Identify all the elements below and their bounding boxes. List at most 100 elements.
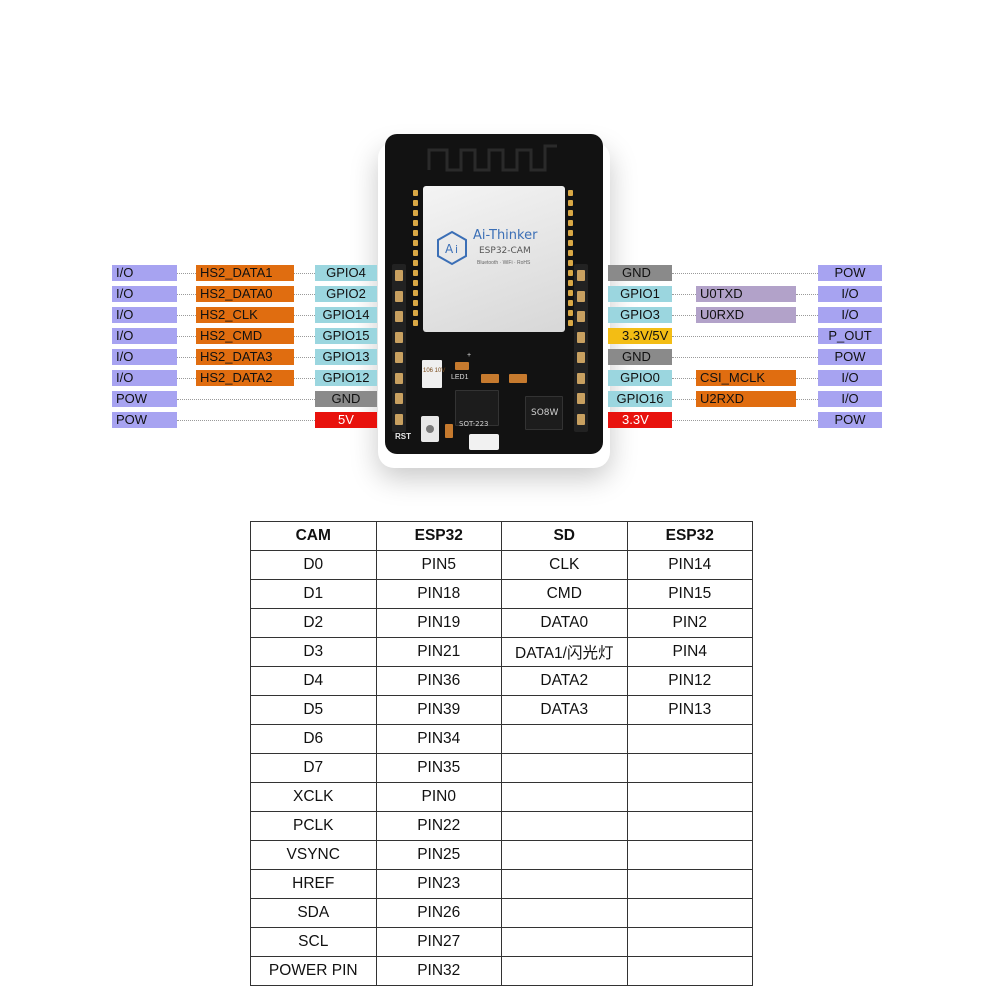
sd-signal-cell bbox=[501, 869, 628, 899]
left-pin-type: POW bbox=[112, 391, 177, 407]
leader-line bbox=[294, 294, 315, 295]
right-pin-gpio: GND bbox=[608, 265, 672, 281]
right-pin-type: I/O bbox=[818, 370, 882, 386]
capacitor-label: 106 10V bbox=[423, 368, 446, 374]
sd-signal-cell: CMD bbox=[501, 579, 628, 609]
right-pin-pad bbox=[577, 413, 585, 425]
header-esp32-sd: ESP32 bbox=[626, 521, 753, 551]
shield-pad bbox=[568, 240, 573, 246]
shield-pad bbox=[413, 260, 418, 266]
left-pin-pad bbox=[395, 393, 403, 404]
sd-esp32-pin-cell bbox=[626, 724, 753, 754]
right-pin-pad bbox=[577, 352, 585, 363]
right-pin-type: I/O bbox=[818, 307, 882, 323]
sd-esp32-pin-cell bbox=[626, 869, 753, 899]
sd-esp32-pin-cell: PIN14 bbox=[626, 550, 753, 580]
shield-pad bbox=[568, 190, 573, 196]
shield-pad bbox=[413, 190, 418, 196]
esp32-cam-board: A i Ai-Thinker ESP32-CAM Bluetooth · WiF… bbox=[385, 134, 603, 454]
sd-esp32-pin-cell: PIN13 bbox=[626, 695, 753, 725]
cam-esp32-pin-cell: PIN25 bbox=[375, 840, 502, 870]
right-pin-pad bbox=[577, 393, 585, 404]
leader-line bbox=[177, 420, 315, 421]
leader-line bbox=[672, 420, 818, 421]
so8-label: SO8W bbox=[531, 408, 559, 418]
shield-pad bbox=[413, 290, 418, 296]
reset-button[interactable] bbox=[421, 416, 439, 442]
module-marks: Bluetooth · WiFi · RoHS bbox=[477, 260, 531, 266]
led-label: LED1 bbox=[451, 374, 469, 381]
shield-pad bbox=[568, 210, 573, 216]
left-pin-function: HS2_DATA3 bbox=[196, 349, 294, 365]
left-pin-gpio: GPIO4 bbox=[315, 265, 377, 281]
flash-connector bbox=[469, 434, 499, 450]
cam-signal-cell: D6 bbox=[250, 724, 377, 754]
leader-line bbox=[796, 294, 818, 295]
right-pin-gpio: GPIO16 bbox=[608, 391, 672, 407]
right-pin-gpio: GPIO0 bbox=[608, 370, 672, 386]
cam-esp32-pin-cell: PIN23 bbox=[375, 869, 502, 899]
leader-line bbox=[177, 336, 196, 337]
sd-esp32-pin-cell bbox=[626, 927, 753, 957]
cam-signal-cell: SDA bbox=[250, 898, 377, 928]
left-pin-pad bbox=[395, 331, 403, 343]
cam-esp32-pin-cell: PIN32 bbox=[375, 956, 502, 986]
right-pin-type: P_OUT bbox=[818, 328, 882, 344]
table-header-row: CAM ESP32 SD ESP32 bbox=[250, 521, 753, 551]
shield-pad bbox=[413, 200, 418, 206]
sd-signal-cell: DATA2 bbox=[501, 666, 628, 696]
left-pin-function: HS2_DATA2 bbox=[196, 370, 294, 386]
leader-line bbox=[294, 336, 315, 337]
cam-esp32-pin-cell: PIN35 bbox=[375, 753, 502, 783]
right-pin-function: U2RXD bbox=[696, 391, 796, 407]
cam-esp32-pin-cell: PIN39 bbox=[375, 695, 502, 725]
shield-pad bbox=[413, 230, 418, 236]
leader-line bbox=[672, 357, 818, 358]
shield-pad bbox=[568, 220, 573, 226]
cam-signal-cell: D5 bbox=[250, 695, 377, 725]
right-pin-header bbox=[574, 264, 588, 432]
shield-pad bbox=[568, 200, 573, 206]
right-pin-pad bbox=[577, 311, 585, 322]
sd-signal-cell bbox=[501, 927, 628, 957]
so8-chip bbox=[525, 396, 563, 430]
right-pin-gpio: GPIO1 bbox=[608, 286, 672, 302]
sot223-chip bbox=[455, 390, 499, 426]
cam-esp32-pin-cell: PIN19 bbox=[375, 608, 502, 638]
sd-esp32-pin-cell bbox=[626, 898, 753, 928]
left-pin-type: I/O bbox=[112, 307, 177, 323]
left-pin-header bbox=[392, 264, 406, 432]
shield-pad bbox=[568, 320, 573, 326]
sd-signal-cell bbox=[501, 753, 628, 783]
right-pin-type: I/O bbox=[818, 286, 882, 302]
right-pin-function: CSI_MCLK bbox=[696, 370, 796, 386]
left-pin-function: HS2_DATA0 bbox=[196, 286, 294, 302]
shield-pad bbox=[413, 220, 418, 226]
left-pin-gpio: GPIO12 bbox=[315, 370, 377, 386]
left-pin-function: HS2_CMD bbox=[196, 328, 294, 344]
leader-line bbox=[294, 315, 315, 316]
right-dot-column bbox=[568, 190, 574, 330]
leader-line bbox=[672, 399, 696, 400]
leader-line bbox=[294, 357, 315, 358]
leader-line bbox=[294, 273, 315, 274]
leader-line bbox=[672, 336, 818, 337]
cam-signal-cell: D3 bbox=[250, 637, 377, 667]
module-model: ESP32-CAM bbox=[479, 246, 531, 256]
cam-signal-cell: D2 bbox=[250, 608, 377, 638]
leader-line bbox=[177, 399, 315, 400]
left-pin-type: I/O bbox=[112, 349, 177, 365]
